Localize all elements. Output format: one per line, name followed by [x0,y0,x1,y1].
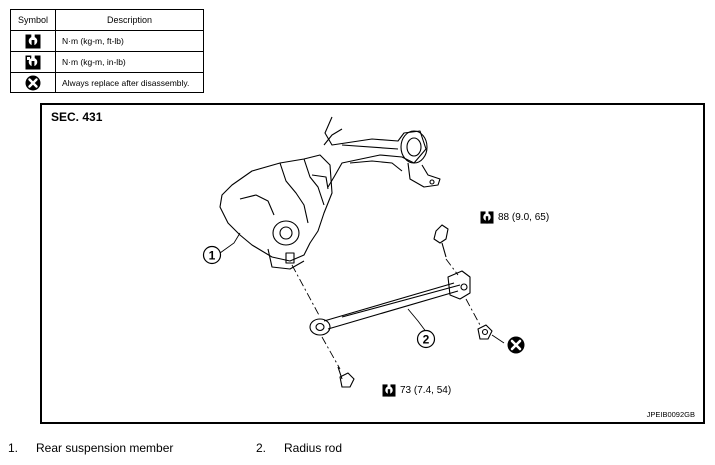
part-number: 1. [8,441,19,455]
legend-header-symbol: Symbol [11,10,56,30]
legend-row-text: N·m (kg-m, in-lb) [62,57,126,67]
symbol-legend-table: Symbol Description N·m (kg-m, ft-lb) N·m… [10,9,204,93]
legend-row-text: Always replace after disassembly. [62,78,190,88]
torque-value: 73 (7.4, 54) [400,385,452,396]
callout-1: 1 [202,245,222,265]
legend-row: N·m (kg-m, ft-lb) [11,30,203,51]
legend-row: Always replace after disassembly. [11,72,203,93]
torque-spec-lower: 73 (7.4, 54) [382,384,451,397]
legend-header-row: Symbol Description [11,10,203,30]
part-name: Rear suspension member [36,441,174,455]
torque-wrench-icon [480,211,494,224]
section-label: SEC. 431 [51,110,103,124]
replace-x-icon [25,75,41,91]
suspension-drawing: 1 2 [202,116,525,388]
svg-text:2: 2 [423,333,430,347]
legend-row-text: N·m (kg-m, ft-lb) [62,36,124,46]
torque-spec-upper: 88 (9.0, 65) [480,211,549,224]
torque-wrench-icon [25,33,41,48]
part-caption-1: 1. Rear suspension member [8,441,173,455]
torque-wrench-icon [382,384,396,397]
torque-wrench-small-icon [25,54,41,69]
figure-frame: SEC. 431 [40,103,705,424]
part-caption-2: 2. Radius rod [256,441,342,455]
replace-x-icon [507,336,525,354]
svg-text:1: 1 [209,249,216,263]
part-name: Radius rod [284,441,343,455]
torque-value: 88 (9.0, 65) [498,212,550,223]
legend-header-description: Description [106,15,153,25]
callout-2: 2 [416,329,436,349]
figure-id: JPEIB0092GB [646,410,695,419]
part-number: 2. [256,441,267,455]
legend-row: N·m (kg-m, in-lb) [11,51,203,72]
